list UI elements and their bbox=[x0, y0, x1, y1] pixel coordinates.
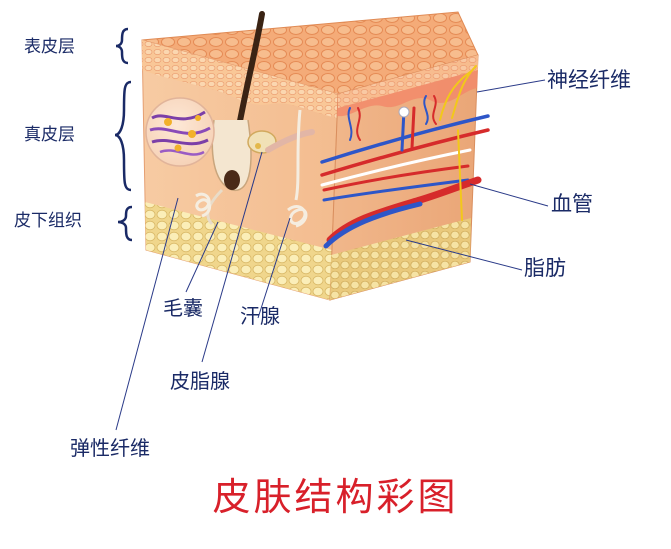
label-hair-follicle: 毛囊 bbox=[163, 298, 203, 318]
page-title: 皮肤结构彩图 bbox=[0, 478, 671, 516]
label-sebaceous-gland: 皮脂腺 bbox=[170, 371, 230, 391]
label-elastic-fiber: 弹性纤维 bbox=[70, 438, 150, 458]
label-epidermis: 表皮层 bbox=[24, 39, 75, 56]
cell-icon bbox=[146, 98, 214, 166]
label-nerve-fiber: 神经纤维 bbox=[547, 70, 631, 91]
label-blood-vessel: 血管 bbox=[551, 194, 593, 215]
label-dermis: 真皮层 bbox=[24, 127, 75, 144]
label-subcutaneous: 皮下组织 bbox=[14, 213, 82, 230]
label-sweat-gland: 汗腺 bbox=[240, 306, 280, 326]
sebaceous-dot bbox=[255, 143, 261, 149]
bracket-icon bbox=[115, 29, 132, 240]
label-fat: 脂肪 bbox=[524, 258, 566, 279]
